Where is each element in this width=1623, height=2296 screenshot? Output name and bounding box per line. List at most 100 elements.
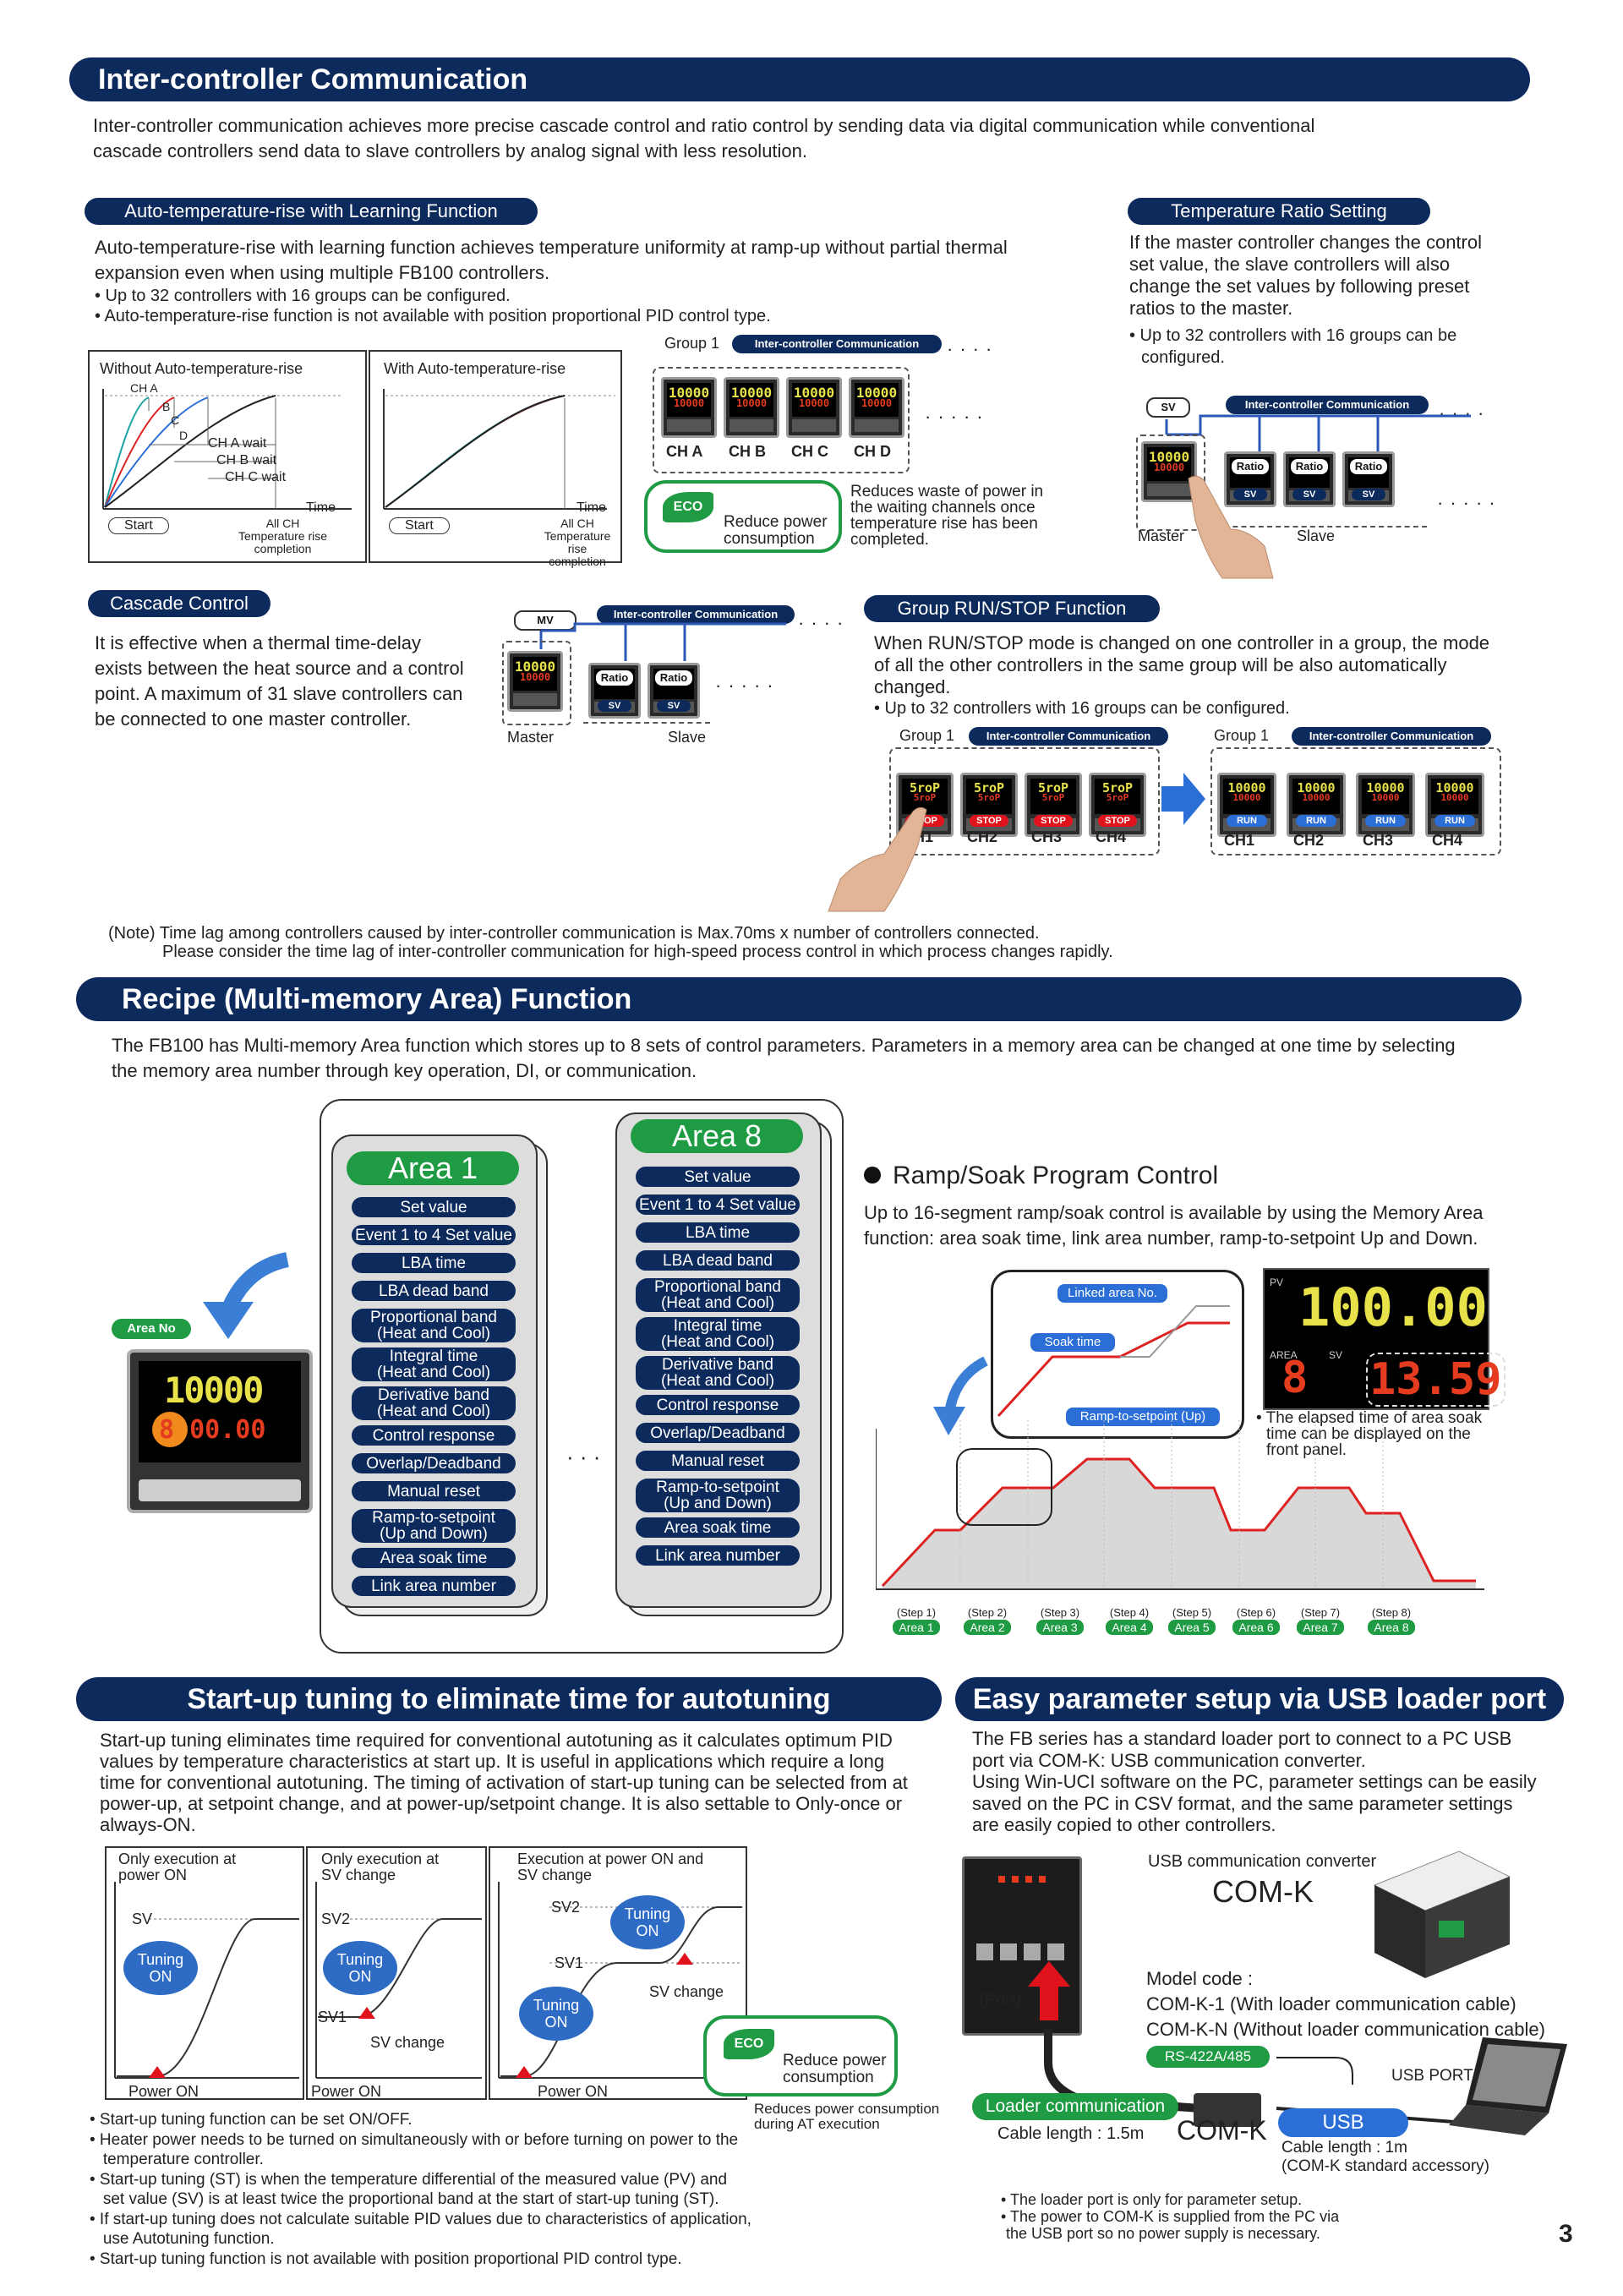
- controller-pv: 10000: [1227, 780, 1266, 795]
- step-label: (Step 3): [1040, 1606, 1080, 1619]
- graph-title: With Auto-temperature-rise: [384, 360, 566, 377]
- controller-keys: [792, 419, 836, 432]
- startup-desc-line: power-up, at setpoint change, and at pow…: [100, 1793, 903, 1814]
- step-area-tag: Area 7: [1297, 1620, 1344, 1635]
- controller-leds: [998, 1876, 1047, 1883]
- port-arrow-icon: [1028, 1961, 1070, 2020]
- ramp-area-value: 8: [1281, 1353, 1309, 1403]
- group-label: Group 1: [899, 727, 955, 744]
- runstop-desc: When RUN/STOP mode is changed on one con…: [874, 632, 1490, 697]
- master-box: [502, 641, 571, 725]
- inter-intro-1: Inter-controller communication achieves …: [93, 115, 1315, 136]
- usb-desc-line: The FB series has a standard loader port…: [972, 1728, 1512, 1749]
- label-start: Start: [389, 517, 450, 534]
- rs-tag: RS-422A/485: [1146, 2046, 1270, 2068]
- area-param-item: Overlap/Deadband: [636, 1423, 800, 1443]
- controller-keys: [730, 419, 773, 432]
- controller-sv: 10000: [798, 397, 830, 409]
- recipe-keys: [139, 1479, 301, 1501]
- controller-sv: 10000: [519, 671, 551, 683]
- graph-without-auto-rise: Without Auto-temperature-rise CH A B C D…: [88, 350, 367, 563]
- controller-pv: 10000: [1435, 780, 1474, 795]
- pv-label: PV: [1270, 1276, 1284, 1288]
- step-area-tag: Area 1: [893, 1620, 940, 1635]
- area-param-item: LBA time: [352, 1253, 516, 1273]
- label-allch: All CH Temperature rise completion: [544, 517, 611, 568]
- eco-text: Reduce power consumption: [783, 2052, 887, 2086]
- area1-title: Area 1: [347, 1151, 519, 1185]
- ramp-desc-2: function: area soak time, link area numb…: [864, 1227, 1478, 1249]
- area-param-item: Link area number: [636, 1545, 800, 1566]
- section-header-startup: Start-up tuning to eliminate time for au…: [76, 1677, 942, 1721]
- sv-badge: SV: [1352, 489, 1385, 500]
- dots: ·····: [715, 675, 780, 696]
- ramp-desc-1: Up to 16-segment ramp/soak control is av…: [864, 1202, 1484, 1223]
- sv-label: SV: [1329, 1349, 1343, 1361]
- auto-rise-desc-1: Auto-temperature-rise with learning func…: [95, 237, 1008, 258]
- area-param-item: Control response: [352, 1425, 516, 1446]
- controller: SV Ratio: [1342, 451, 1395, 507]
- bullet-dot-icon: [864, 1167, 881, 1184]
- area-param-item: Area soak time: [636, 1517, 800, 1538]
- recipe-sv: 8 00.00: [159, 1415, 266, 1445]
- eco-leaf-icon: ECO: [663, 492, 713, 522]
- graph-curve: [114, 1882, 299, 2079]
- area-param-item: Control response: [636, 1395, 800, 1415]
- section-title: Easy parameter setup via USB loader port: [972, 1682, 1547, 1715]
- inter-intro-2: cascade controllers send data to slave c…: [93, 140, 808, 161]
- comm-tag: Inter-controller Communication: [732, 335, 942, 353]
- area-param-item: Event 1 to 4 Set value: [636, 1194, 800, 1215]
- ramp-pv-value: 100.00: [1298, 1276, 1488, 1338]
- startup-bullet-line: • Start-up tuning (ST) is when the tempe…: [90, 2170, 728, 2189]
- step-label: (Step 2): [967, 1606, 1008, 1619]
- run-badge: RUN: [1227, 815, 1267, 827]
- label-allch: All CH Temperature rise completion: [238, 517, 328, 555]
- area-param-item: Derivative band (Heat and Cool): [352, 1386, 516, 1420]
- cascade-title: Cascade Control: [88, 590, 270, 617]
- soak-time-tag: Soak time: [1030, 1333, 1115, 1352]
- area-param-item: Area soak time: [352, 1548, 516, 1568]
- master-label: Master: [507, 729, 555, 746]
- converter-label: USB communication converter: [1148, 1852, 1377, 1871]
- ratio-label: Ratio: [1350, 459, 1387, 474]
- area-param-item: Event 1 to 4 Set value: [352, 1225, 516, 1245]
- controller-sv: 5roP: [913, 792, 937, 803]
- dots: ····: [1439, 402, 1491, 424]
- controller-pv: 10000: [730, 385, 773, 401]
- laptop-icon: [1449, 2037, 1567, 2135]
- usb-desc-line: Using Win-UCI software on the PC, parame…: [972, 1771, 1537, 1792]
- dots: ·····: [925, 406, 990, 427]
- graph-curve: [498, 1882, 742, 2079]
- slave-label: Slave: [668, 729, 707, 746]
- eco-note: Reduces waste of power in the waiting ch…: [850, 483, 1044, 549]
- section-header-usb: Easy parameter setup via USB loader port: [955, 1677, 1564, 1721]
- area-param-item: Link area number: [352, 1576, 516, 1596]
- eco-leaf-icon: ECO: [724, 2029, 774, 2059]
- sv-badge: SV: [657, 700, 691, 712]
- comm-tag: Inter-controller Communication: [1292, 727, 1491, 746]
- ramp-note: • The elapsed time of area soak time can…: [1256, 1409, 1483, 1459]
- cascade-connection-lines: [539, 622, 786, 661]
- area-param-item: Overlap/Deadband: [352, 1453, 516, 1473]
- startup-bullet-line: set value (SV) is at least twice the pro…: [90, 2190, 719, 2208]
- area-param-item: Set value: [636, 1167, 800, 1187]
- mv-tag: MV: [514, 610, 577, 631]
- controller-sv: 5roP: [1106, 792, 1129, 803]
- ch-label: CH2: [1293, 832, 1325, 849]
- controller-sv: 10000: [1440, 792, 1469, 803]
- graph-curves: [383, 389, 615, 510]
- controller-pv: 5roP: [909, 780, 941, 795]
- note-1: (Note) Time lag among controllers caused…: [108, 924, 1040, 943]
- stop-badge: STOP: [970, 815, 1008, 827]
- section-title: Inter-controller Communication: [98, 63, 528, 96]
- area-label: AREA: [1270, 1349, 1298, 1361]
